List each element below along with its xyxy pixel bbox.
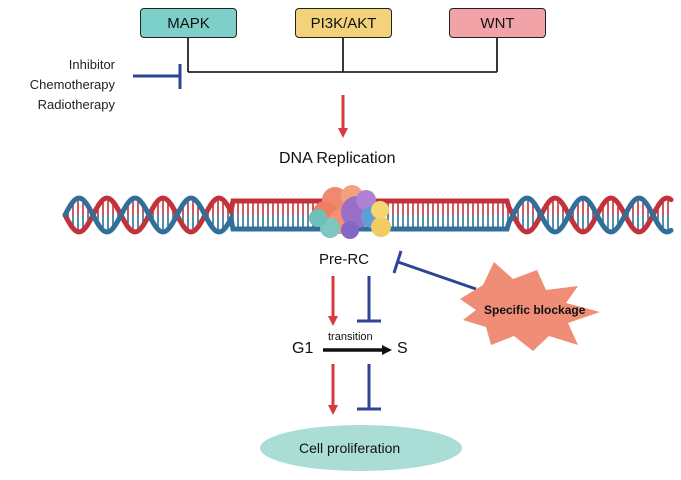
pathway-connector [187, 38, 498, 73]
replication-complex-icon [309, 185, 391, 239]
therapy-list: Inhibitor Chemotherapy Radiotherapy [30, 55, 115, 115]
dna-strand-blue [62, 195, 674, 235]
pre-rc-label: Pre-RC [319, 251, 370, 268]
therapy-radiotherapy: Radiotherapy [37, 97, 115, 112]
therapy-inhibition-line [133, 64, 182, 89]
cell-proliferation-label: Cell proliferation [299, 440, 401, 456]
transition-label: transition [328, 331, 373, 343]
prerc-inhibition-line [357, 276, 381, 323]
wnt-label: WNT [480, 14, 515, 32]
mapk-box: MAPK [140, 8, 237, 38]
therapy-chemotherapy: Chemotherapy [29, 77, 115, 92]
blockage-inhibition-line [392, 250, 477, 291]
mapk-label: MAPK [167, 14, 210, 32]
specific-blockage-burst [460, 262, 600, 351]
therapy-inhibitor: Inhibitor [68, 57, 115, 72]
s-inhibition-line [357, 364, 381, 411]
pi3k-akt-box: PI3K/AKT [295, 8, 392, 38]
cell-proliferation-ellipse [260, 425, 462, 471]
specific-blockage-label: Specific blockage [484, 303, 586, 317]
s-label: S [397, 340, 408, 357]
g1-label: G1 [292, 340, 314, 357]
wnt-box: WNT [449, 8, 546, 38]
pi3k-akt-label: PI3K/AKT [310, 14, 377, 32]
dna-replication-label: DNA Replication [279, 150, 396, 167]
